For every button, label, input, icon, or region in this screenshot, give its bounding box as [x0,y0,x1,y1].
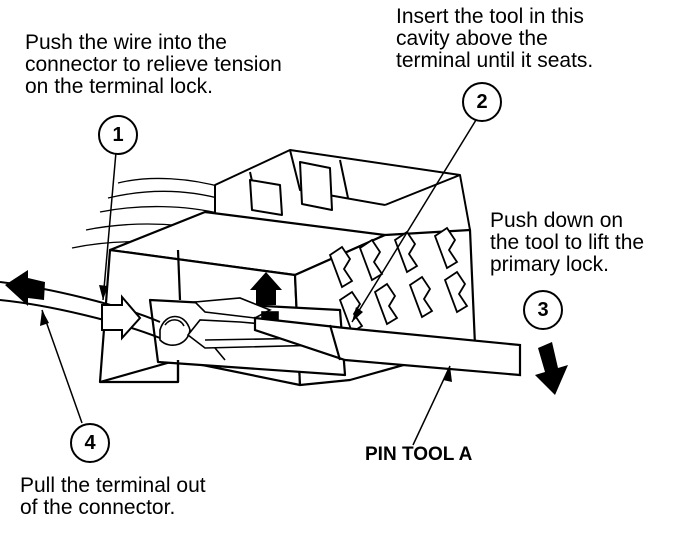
arrow-pull [5,270,45,306]
callout-2-text: Insert the tool in this cavity above the… [396,5,594,72]
callout-3-text: Push down on the tool to lift the primar… [490,209,645,276]
callout-2-number: 2 [462,82,502,122]
pin-tool [253,316,522,377]
arrow-up [250,272,282,305]
callout-4-number: 4 [70,423,110,463]
arrow-down [535,342,568,395]
callout-1-text: Push the wire into the connector to reli… [25,31,282,98]
arrow-push-wire [101,294,142,341]
callout-3-number: 3 [523,290,563,330]
terminal-cavities [328,226,469,334]
pin-tool-label: PIN TOOL A [365,444,473,465]
callout-4-text: Pull the terminal out of the connector. [20,474,206,519]
leader-lines [40,119,477,446]
callout-1-number: 1 [98,115,138,155]
